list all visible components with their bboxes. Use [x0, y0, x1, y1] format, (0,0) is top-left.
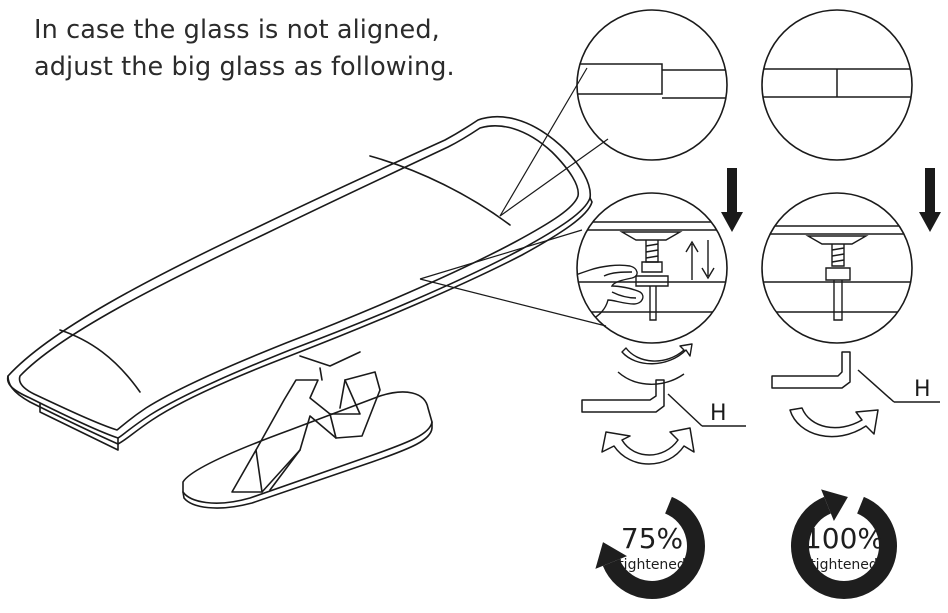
instruction-line-2: adjust the big glass as following. — [34, 52, 455, 82]
table-base-edge — [182, 421, 433, 509]
tool-label: H — [914, 377, 931, 402]
detail-misaligned-glass — [576, 9, 728, 161]
rotation-arrows-icon — [617, 343, 693, 385]
rotate-clockwise-icon — [601, 427, 695, 465]
table-glass-inner — [18, 125, 579, 431]
table-seam-left — [59, 329, 141, 393]
table-pedestal — [231, 371, 381, 493]
table-drawing — [6, 115, 593, 509]
detail-aligned-glass — [761, 9, 913, 161]
tightness-gauge-75: 75% tightened — [595, 496, 705, 599]
tightness-gauge-100: 100% tightened — [791, 489, 897, 599]
table-seam-right — [369, 155, 511, 226]
down-arrow-icon — [721, 168, 743, 232]
callout-lines — [419, 67, 609, 327]
tool-label: H — [710, 401, 727, 426]
gauge-percent: 100% — [804, 522, 884, 555]
gauge-caption: tightened — [618, 557, 686, 573]
table-glass-outer — [6, 115, 592, 439]
detail-tightened-screw — [761, 192, 913, 344]
gauge-percent: 75% — [621, 522, 683, 555]
rotate-clockwise-icon — [789, 407, 879, 438]
table-base-plate — [182, 391, 433, 504]
instruction-line-1: In case the glass is not aligned, — [34, 15, 440, 45]
instruction-text: In case the glass is not aligned, adjust… — [34, 12, 455, 86]
detail-adjusting-screw — [576, 192, 728, 344]
down-arrow-icon — [919, 168, 941, 232]
gauge-caption: tightened — [810, 557, 878, 573]
hex-key-icon — [771, 351, 940, 403]
hex-key-icon — [581, 379, 746, 427]
